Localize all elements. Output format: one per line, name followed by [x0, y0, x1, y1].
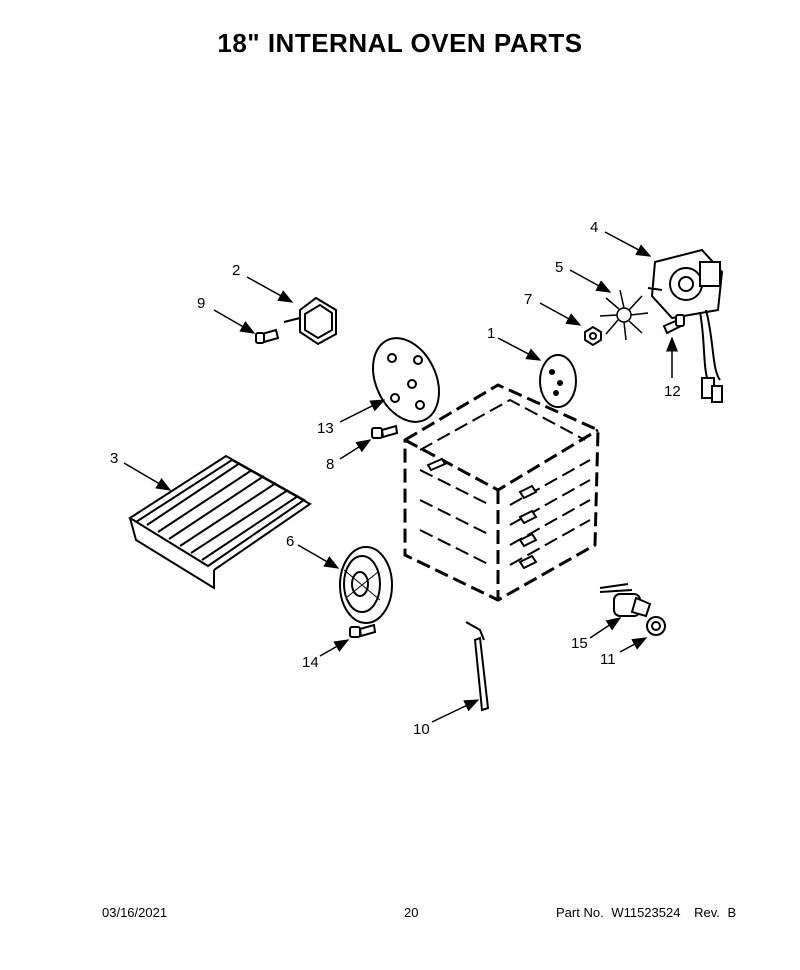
callout-2: 2: [232, 262, 240, 279]
callout-11: 11: [600, 651, 616, 668]
part-11-light-lens: [646, 616, 666, 636]
callout-14: 14: [302, 654, 319, 671]
part-1-fan-cover-plate: [539, 354, 577, 408]
footer-page-number: 20: [404, 905, 419, 920]
part-15-light-socket: [599, 583, 652, 618]
callout-8: 8: [326, 456, 334, 473]
callout-3: 3: [110, 450, 118, 467]
callout-13: 13: [317, 420, 334, 437]
callout-9: 9: [197, 295, 205, 312]
footer-date: 03/16/2021: [102, 905, 168, 920]
callout-10: 10: [413, 721, 430, 738]
revision-value: B: [727, 905, 737, 920]
callout-6: 6: [286, 533, 294, 550]
callout-arrows: [123, 231, 678, 723]
callout-7: 7: [524, 291, 532, 308]
part-14-screw: [349, 623, 377, 638]
part-8-screw: [371, 424, 399, 439]
callout-12: 12: [664, 383, 681, 400]
cavity-rack-clips: [426, 457, 538, 570]
callout-5: 5: [555, 259, 563, 276]
diagram-title: 18" INTERNAL OVEN PARTS: [217, 28, 583, 58]
part-13-gasket: [372, 337, 440, 423]
part-5-fan-blade: [599, 289, 649, 341]
part-number-label: Part No.: [556, 905, 604, 920]
part-10-temperature-sensor: [465, 621, 490, 712]
part-3-oven-rack: [128, 454, 312, 590]
oven-cavity: [403, 383, 600, 602]
part-6-fan-shroud: [339, 546, 393, 624]
callout-4: 4: [590, 219, 598, 236]
part-number-value: W11523524: [611, 905, 681, 920]
callout-1: 1: [487, 325, 495, 342]
revision-label: Rev.: [694, 905, 720, 920]
footer-part-info: Part No. W11523524 Rev. B: [556, 905, 740, 920]
part-12-screw: [662, 314, 685, 335]
callout-15: 15: [571, 635, 588, 652]
callout-labels: 1 2 3 4 5 6 7 8 9 10 11 12 13 14 15: [110, 219, 681, 738]
part-7-nut: [584, 325, 602, 347]
part-9-screw: [255, 328, 280, 344]
part-4-convection-fan-motor: [647, 248, 724, 403]
part-2-bracket: [283, 296, 337, 346]
